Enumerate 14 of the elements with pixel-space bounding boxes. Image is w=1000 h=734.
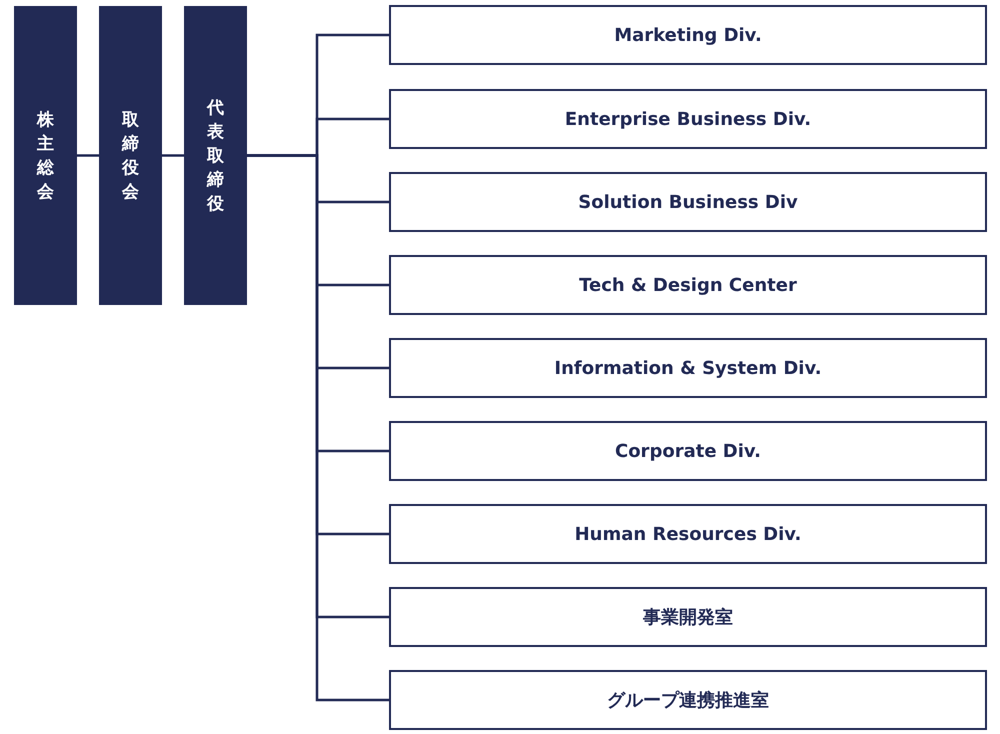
org-column: 代表取締役 [184, 6, 247, 305]
connector-line [162, 154, 184, 157]
connector-line [77, 154, 99, 157]
division-box: Corporate Div. [389, 421, 987, 481]
division-box: Marketing Div. [389, 5, 987, 65]
org-column: 株主総会 [14, 6, 77, 305]
division-box: Tech & Design Center [389, 255, 987, 315]
division-box: Information & System Div. [389, 338, 987, 398]
division-box: Enterprise Business Div. [389, 89, 987, 149]
division-box: Solution Business Div [389, 172, 987, 232]
org-column: 取締役会 [99, 6, 162, 305]
division-box: 事業開発室 [389, 587, 987, 647]
division-box: グループ連携推進室 [389, 670, 987, 730]
division-box: Human Resources Div. [389, 504, 987, 564]
